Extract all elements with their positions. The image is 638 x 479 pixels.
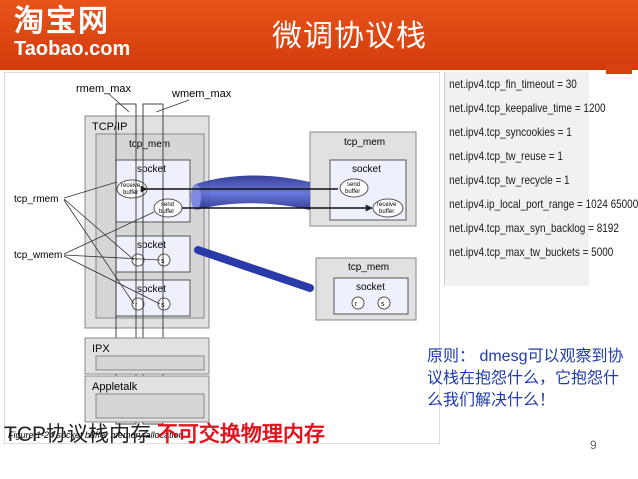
- param-line: net.ipv4.tcp_tw_recycle = 1: [449, 173, 570, 187]
- label-receive-right-1: receive: [377, 202, 397, 208]
- param-line: net.ipv4.tcp_syncookies = 1: [449, 125, 572, 139]
- label-receive-left-1: receive: [121, 183, 141, 189]
- label-r-2: r: [135, 302, 138, 309]
- label-send-left-1: send: [161, 202, 174, 208]
- param-line: net.ipv4.tcp_fin_timeout = 30: [449, 77, 577, 91]
- label-r-1: r: [135, 258, 138, 265]
- connection-pipe-2: [194, 246, 314, 292]
- label-appletalk: Appletalk: [92, 381, 138, 393]
- label-send-left-2: buffer: [159, 209, 174, 215]
- sysctl-params-panel: net.ipv4.tcp_fin_timeout = 30 net.ipv4.t…: [444, 72, 638, 286]
- label-socket-5: socket: [356, 282, 385, 293]
- label-send-right-1: send: [347, 182, 360, 188]
- label-s-3: s: [381, 301, 385, 308]
- label-wmem-max: wmem_max: [171, 88, 232, 100]
- param-line: net.ipv4.tcp_tw_reuse = 1: [449, 149, 563, 163]
- label-tcp-rmem: tcp_rmem: [14, 194, 58, 205]
- page-number: 9: [590, 438, 597, 452]
- label-receive-left-2: buffer: [123, 190, 138, 196]
- footer-highlight: 不可交换物理内存: [156, 423, 325, 446]
- label-rmem-max: rmem_max: [76, 83, 132, 95]
- connection-pipe-1: [196, 175, 310, 210]
- principle-note: 原则： dmesg可以观察到协议栈在抱怨什么，它抱怨什么我们解决什么！: [427, 348, 624, 409]
- figure-caption: Figure 1-24 socket buffer memory allocat…: [8, 430, 184, 440]
- label-socket-2: socket: [137, 240, 166, 251]
- label-socket-3: socket: [137, 284, 166, 295]
- param-line: net.ipv4.tcp_max_syn_backlog = 8192: [449, 221, 619, 235]
- param-line: net.ipv4.tcp_keepalive_time = 1200: [449, 101, 606, 115]
- socket-buffer-figure: rmem_max wmem_max TCP/IP tcp_mem socket …: [4, 72, 440, 444]
- label-tcp-wmem: tcp_wmem: [14, 250, 62, 261]
- param-line: net.ipv4.ip_local_port_range = 1024 6500…: [449, 197, 638, 211]
- slide-title: 微调协议栈: [272, 20, 427, 53]
- label-send-right-2: buffer: [345, 189, 360, 195]
- label-r-3: r: [355, 301, 358, 308]
- logo-chinese: 淘宝网: [14, 5, 110, 38]
- label-receive-right-2: buffer: [379, 209, 394, 215]
- header-band: [0, 0, 638, 70]
- label-tcp-mem-right-1: tcp_mem: [344, 137, 385, 148]
- taobao-logo: 淘宝网 Taobao.com: [14, 5, 131, 61]
- logo-english: Taobao.com: [14, 38, 131, 60]
- slide-header: 淘宝网 Taobao.com 微调协议栈: [0, 0, 638, 70]
- label-tcp-mem-left: tcp_mem: [129, 139, 170, 150]
- param-line: net.ipv4.tcp_max_tw_buckets = 5000: [449, 245, 614, 259]
- label-socket-1: socket: [137, 164, 166, 175]
- header-corner: [606, 64, 632, 74]
- label-tcp-ip: TCP/IP: [92, 121, 127, 133]
- footer-prefix: TCP协议栈内存: [4, 423, 157, 446]
- label-ipx: IPX: [92, 343, 110, 355]
- footer-text: TCP协议栈内存 不可交换物理内存: [4, 421, 325, 449]
- label-tcp-mem-right-2: tcp_mem: [348, 262, 389, 273]
- label-socket-4: socket: [352, 164, 381, 175]
